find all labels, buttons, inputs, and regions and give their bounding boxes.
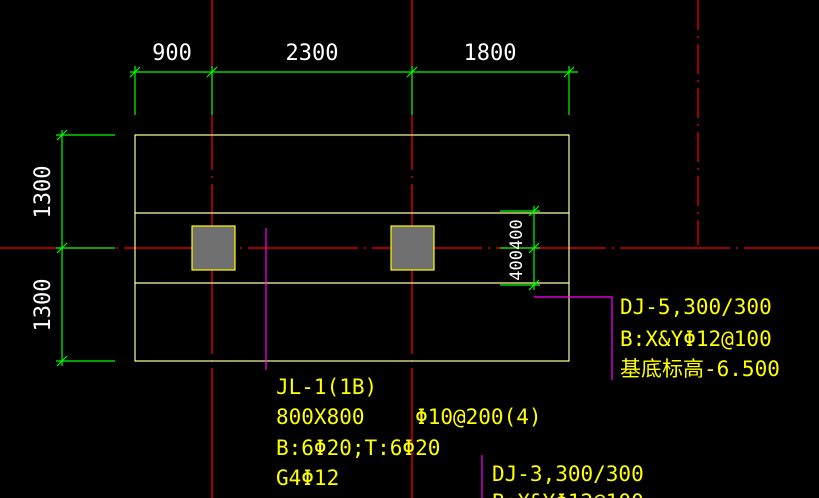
dj3-line2: B:X&YΦ12@100: [492, 490, 644, 498]
label-dj3: DJ-3,300/300 B:X&YΦ12@100: [492, 462, 644, 498]
label-dj5: DJ-5,300/300 B:X&YΦ12@100 基底标高-6.500: [620, 295, 780, 381]
jl1-line3: B:6Φ20;T:6Φ20: [276, 436, 440, 460]
jl1-line1: JL-1(1B): [276, 375, 377, 399]
dj5-line3: 基底标高-6.500: [620, 357, 780, 381]
right-dimension-chain: [500, 205, 540, 291]
dim-1800: 1800: [464, 41, 517, 66]
dim-2300: 2300: [286, 41, 339, 66]
dim-1300-bottom: 1300: [31, 279, 56, 332]
left-tick-3: [56, 355, 68, 367]
right-tick-3: [528, 279, 540, 291]
dj5-line2: B:X&YΦ12@100: [620, 327, 772, 351]
column-right: [390, 225, 435, 271]
top-tick-2: [206, 66, 218, 78]
top-tick-3: [406, 66, 418, 78]
top-dimension-chain: [129, 66, 578, 115]
columns: [191, 225, 435, 271]
right-tick-2: [528, 242, 540, 254]
column-left: [191, 225, 236, 271]
right-tick-1: [528, 205, 540, 217]
dim-400400: 400400: [507, 219, 527, 280]
dim-900: 900: [152, 41, 192, 66]
left-tick-1: [56, 129, 68, 141]
dj5-line1: DJ-5,300/300: [620, 295, 772, 319]
left-tick-2: [56, 242, 68, 254]
footing-outline: [134, 134, 570, 362]
footing-rect: [134, 134, 570, 362]
leader-dj5: [534, 296, 613, 380]
label-jl1: JL-1(1B) 800X800 Φ10@200(4) B:6Φ20;T:6Φ2…: [276, 375, 542, 490]
top-tick-1: [129, 66, 141, 78]
top-tick-4: [563, 66, 575, 78]
dj3-line1: DJ-3,300/300: [492, 462, 644, 486]
left-dimension-chain: [56, 129, 115, 367]
leader-lines: [265, 228, 613, 498]
jl1-line4: G4Φ12: [276, 466, 339, 490]
dim-1300-top: 1300: [31, 166, 56, 219]
jl1-line2: 800X800 Φ10@200(4): [276, 405, 542, 429]
